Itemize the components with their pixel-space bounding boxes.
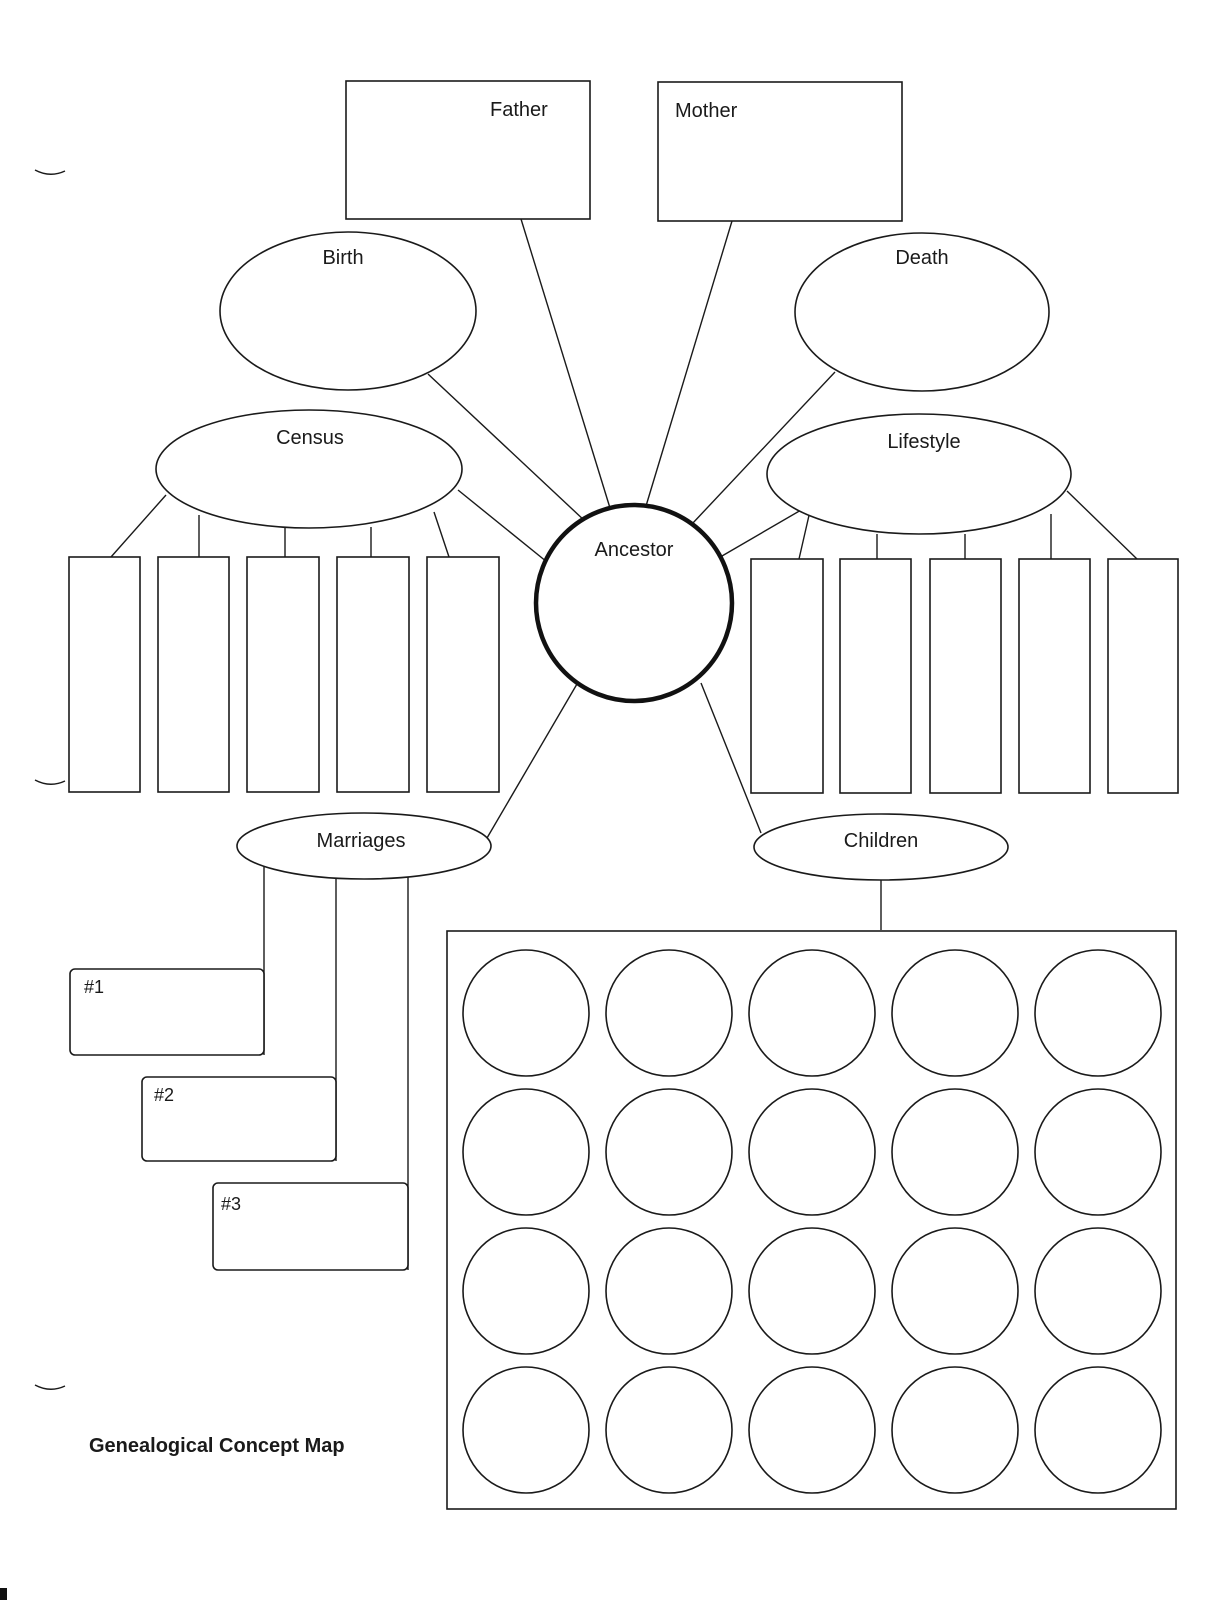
child-circle[interactable]	[605, 1227, 733, 1355]
children-ellipse[interactable]: Children	[753, 813, 1009, 881]
lifestyle-box[interactable]	[1018, 558, 1091, 794]
census-box[interactable]	[157, 556, 230, 793]
lifestyle-connectors	[798, 490, 1138, 560]
child-circle[interactable]	[891, 1227, 1019, 1355]
census-box[interactable]	[426, 556, 500, 793]
child-circle[interactable]	[462, 949, 590, 1077]
census-connectors	[110, 494, 450, 558]
margin-hole-mark	[34, 779, 66, 785]
lifestyle-box[interactable]	[1107, 558, 1179, 794]
child-circle[interactable]	[605, 949, 733, 1077]
father-box[interactable]: Father	[345, 80, 591, 220]
lifestyle-box[interactable]	[839, 558, 912, 794]
child-circle[interactable]	[748, 1088, 876, 1216]
child-circle[interactable]	[462, 1366, 590, 1494]
child-circle[interactable]	[462, 1088, 590, 1216]
marriage-1-label: #1	[84, 977, 104, 997]
census-box[interactable]	[68, 556, 141, 793]
child-circle[interactable]	[1034, 1088, 1162, 1216]
children-label: Children	[844, 830, 918, 852]
lifestyle-boxes	[750, 558, 1179, 794]
census-box[interactable]	[246, 556, 320, 793]
child-circle[interactable]	[748, 1227, 876, 1355]
child-circle[interactable]	[605, 1366, 733, 1494]
children-grid	[446, 930, 1177, 1510]
marriage-box-3[interactable]: #3	[212, 1182, 409, 1271]
page-title: Genealogical Concept Map	[89, 1435, 345, 1457]
marriages-ellipse[interactable]: Marriages	[236, 812, 492, 880]
child-circle[interactable]	[748, 949, 876, 1077]
census-ellipse[interactable]: Census	[155, 409, 463, 529]
child-circle[interactable]	[891, 1366, 1019, 1494]
census-boxes	[68, 556, 500, 793]
marriages-label: Marriages	[317, 830, 406, 852]
mother-label: Mother	[675, 100, 738, 122]
census-box[interactable]	[336, 556, 410, 793]
mother-box[interactable]: Mother	[657, 81, 903, 222]
marriage-box-1[interactable]: #1	[69, 968, 265, 1056]
margin-hole-mark	[34, 1384, 66, 1390]
scan-edge-mark	[0, 1588, 7, 1600]
father-label: Father	[490, 99, 548, 121]
lifestyle-box[interactable]	[929, 558, 1002, 794]
child-circle[interactable]	[891, 949, 1019, 1077]
lifestyle-box[interactable]	[750, 558, 824, 794]
birth-ellipse[interactable]: Birth	[219, 231, 477, 391]
child-circle[interactable]	[462, 1227, 590, 1355]
lifestyle-ellipse[interactable]: Lifestyle	[766, 413, 1072, 535]
margin-hole-mark	[34, 169, 66, 175]
ancestor-circle[interactable]: Ancestor	[533, 502, 735, 704]
child-circle[interactable]	[748, 1366, 876, 1494]
child-circle[interactable]	[1034, 1227, 1162, 1355]
ancestor-connectors	[427, 218, 836, 839]
ancestor-label: Ancestor	[595, 539, 674, 561]
marriage-3-label: #3	[221, 1194, 241, 1214]
census-label: Census	[276, 427, 344, 449]
death-ellipse[interactable]: Death	[794, 232, 1050, 392]
birth-label: Birth	[322, 247, 363, 269]
child-circle[interactable]	[891, 1088, 1019, 1216]
marriage-box-2[interactable]: #2	[141, 1076, 337, 1162]
child-circle[interactable]	[1034, 1366, 1162, 1494]
child-circle[interactable]	[1034, 949, 1162, 1077]
marriage-2-label: #2	[154, 1085, 174, 1105]
child-circle[interactable]	[605, 1088, 733, 1216]
death-label: Death	[895, 247, 948, 269]
lifestyle-label: Lifestyle	[887, 431, 960, 453]
